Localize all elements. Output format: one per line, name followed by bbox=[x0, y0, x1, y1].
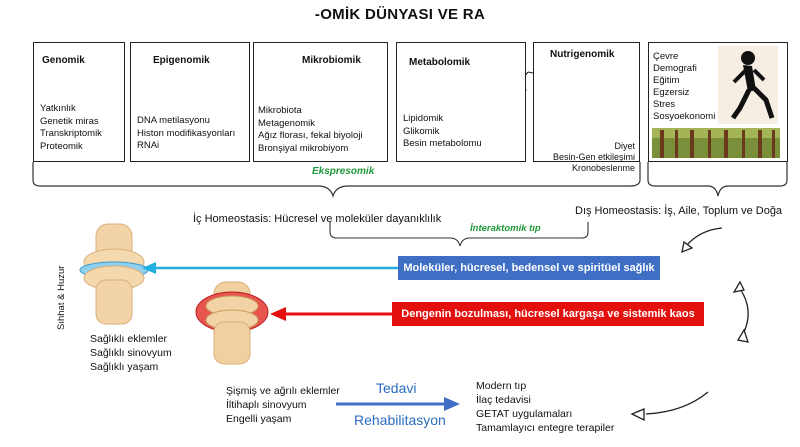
list-item: Çevre bbox=[653, 51, 679, 62]
rehabilitasyon-label: Rehabilitasyon bbox=[354, 412, 446, 428]
list-item: Lipidomik bbox=[403, 113, 444, 124]
ekspresomik-brace bbox=[32, 162, 641, 199]
genomik-title: Genomik bbox=[42, 55, 85, 66]
list-item: Histon modifikasyonları bbox=[137, 127, 236, 139]
environment-list: Çevre Demografi Eğitim Egzersiz Stres So… bbox=[653, 51, 715, 123]
nutrigenomik-list: Diyet Besin-Gen etkileşimi Kronobeslenme bbox=[553, 141, 635, 174]
list-item: Sağlıklı sinovyum bbox=[90, 347, 172, 359]
environment-box: Çevre Demografi Eğitim Egzersiz Stres So… bbox=[648, 42, 788, 162]
healthy-list: Sağlıklı eklemler Sağlıklı sinovyum Sağl… bbox=[90, 332, 172, 374]
list-item: Engelli yaşam bbox=[226, 413, 292, 425]
list-item: Şişmiş ve ağrılı eklemler bbox=[226, 385, 340, 397]
list-item: Sosyoekonomi bbox=[653, 111, 716, 122]
genomik-list: Yatkınlık Genetik miras Transkriptomik P… bbox=[40, 103, 102, 153]
list-item: Stres bbox=[653, 99, 676, 110]
tedavi-label: Tedavi bbox=[376, 380, 417, 396]
genomik-box: Genomik Yatkınlık Genetik miras Transkri… bbox=[33, 42, 125, 162]
forest-icon bbox=[652, 128, 780, 158]
mikrobiomik-list: Mikrobiota Metagenomik Ağız florası, fek… bbox=[258, 105, 363, 155]
healthy-joint-icon bbox=[79, 223, 149, 325]
list-item: Besin metabolomu bbox=[403, 138, 482, 149]
treatment-arrow bbox=[336, 397, 460, 411]
list-item: Mikrobiota bbox=[258, 105, 302, 116]
list-item: İlaç tedavisi bbox=[476, 394, 531, 406]
list-item: Transkriptomik bbox=[40, 128, 102, 139]
mikrobiomik-box: Mikrobiomik Mikrobiota Metagenomik Ağız … bbox=[253, 42, 388, 162]
interaktomik-brace bbox=[329, 222, 589, 247]
inflamed-joint-icon bbox=[195, 281, 269, 365]
list-item: Proteomik bbox=[40, 140, 83, 152]
environment-brace bbox=[647, 162, 788, 197]
list-item: Sağlıklı eklemler bbox=[90, 333, 168, 345]
metabolomik-title: Metabolomik bbox=[409, 57, 471, 68]
list-item: Tamamlayıcı entegre terapiler bbox=[476, 422, 615, 434]
metabolomik-list: Lipidomik Glikomik Besin metabolomu bbox=[403, 113, 482, 151]
health-bar: Moleküler, hücresel, bedensel ve spiritü… bbox=[398, 256, 660, 280]
cyan-arrow bbox=[142, 262, 398, 274]
list-item: Ağız florası, fekal biyoloji bbox=[258, 130, 363, 141]
list-item: Yatkınlık bbox=[40, 103, 76, 114]
list-item: Kronobeslenme bbox=[571, 163, 635, 173]
nutrigenomik-box: Nutrigenomik Diyet Besin-Gen etkileşimi … bbox=[533, 42, 640, 173]
treatments-list: Modern tıp İlaç tedavisi GETAT uygulamal… bbox=[476, 379, 614, 435]
dis-homeostasis-label: Dış Homeostasis: İş, Aile, Toplum ve Doğ… bbox=[575, 205, 783, 217]
ekspresomik-label: Ekspresomik bbox=[312, 166, 375, 177]
runner-icon bbox=[718, 46, 778, 124]
list-item: Glikomik bbox=[403, 125, 440, 137]
list-item: GETAT uygulamaları bbox=[476, 408, 573, 420]
red-arrow bbox=[270, 307, 392, 321]
epigenomik-title: Epigenomik bbox=[153, 55, 210, 66]
list-item: Modern tıp bbox=[476, 380, 527, 392]
ic-homeostasis-label: İç Homeostasis: Hücresel ve moleküler da… bbox=[193, 213, 442, 225]
list-item: İltihaplı sinovyum bbox=[226, 399, 307, 411]
metabolomik-box: Metabolomik Lipidomik Glikomik Besin met… bbox=[396, 42, 526, 162]
list-item: Sağlıklı yaşam bbox=[90, 361, 159, 373]
interaktomik-label: İnteraktomik tıp bbox=[470, 223, 541, 234]
list-item: Metagenomik bbox=[258, 117, 316, 129]
epigenomik-list: DNA metilasyonu Histon modifikasyonları … bbox=[137, 115, 235, 153]
list-item: Besin-Gen etkileşimi bbox=[552, 152, 635, 162]
list-item: DNA metilasyonu bbox=[137, 115, 210, 126]
list-item: Genetik miras bbox=[40, 115, 99, 127]
epigenomik-box: Epigenomik DNA metilasyonu Histon modifi… bbox=[130, 42, 250, 162]
list-item: RNAi bbox=[137, 140, 160, 151]
nutrigenomik-title: Nutrigenomik bbox=[550, 49, 615, 60]
page-title: -OMİK DÜNYASI VE RA bbox=[314, 6, 486, 23]
mikrobiomik-title: Mikrobiomik bbox=[302, 55, 361, 66]
list-item: Eğitim bbox=[653, 75, 680, 86]
list-item: Demografi bbox=[653, 63, 697, 74]
list-item: Egzersiz bbox=[653, 87, 690, 98]
cycle-arrows bbox=[630, 227, 749, 422]
list-item: Diyet bbox=[614, 141, 635, 151]
vertical-label: Sıhhat & Huzur bbox=[56, 265, 67, 330]
list-item: Bronşiyal mikrobiyom bbox=[258, 142, 349, 154]
disease-list: Şişmiş ve ağrılı eklemler İltihaplı sino… bbox=[226, 384, 340, 426]
imbalance-bar: Dengenin bozulması, hücresel kargaşa ve … bbox=[392, 302, 704, 326]
